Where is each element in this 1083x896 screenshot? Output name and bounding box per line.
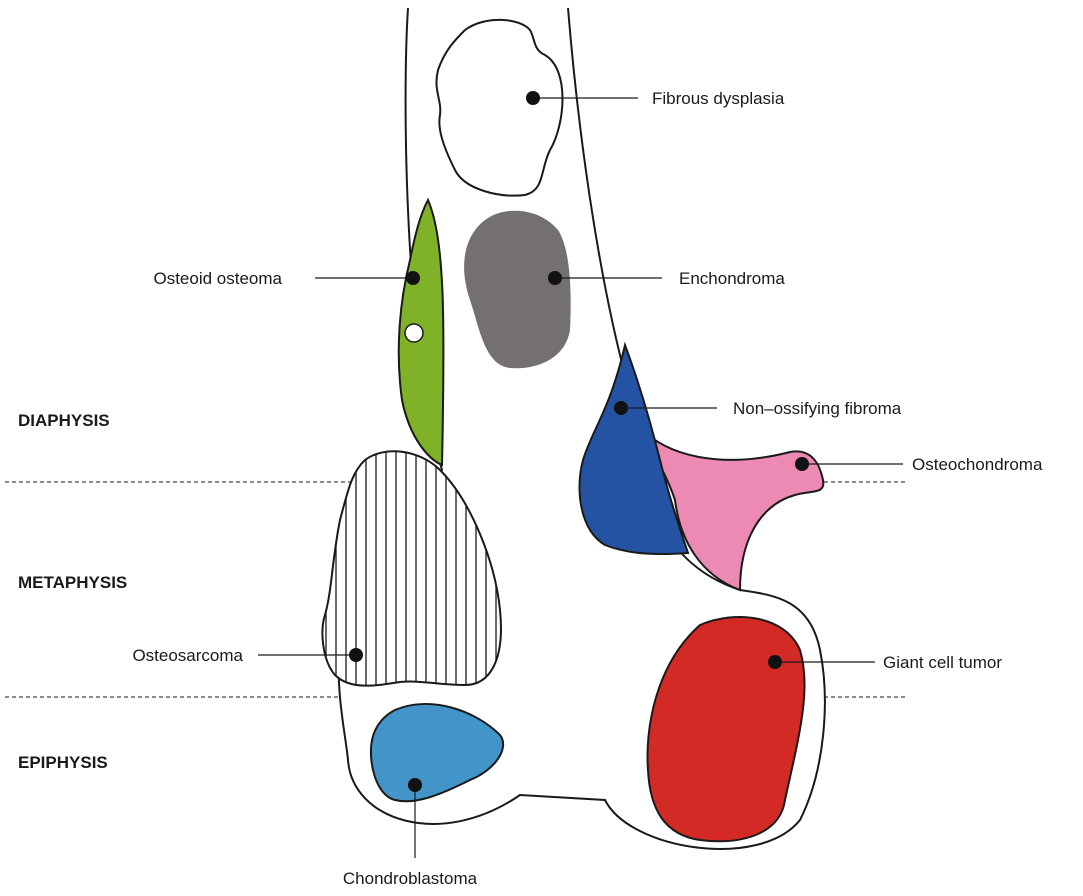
osteosarcoma-marker: [349, 648, 363, 662]
osteoid-osteoma-marker: [406, 271, 420, 285]
zone-label-metaphysis: METAPHYSIS: [18, 573, 127, 592]
label-chondroblastoma: Chondroblastoma: [343, 869, 478, 888]
label-osteoid-osteoma: Osteoid osteoma: [153, 269, 282, 288]
non-ossifying-fibroma-marker: [614, 401, 628, 415]
label-osteochondroma: Osteochondroma: [912, 455, 1043, 474]
osteochondroma-marker: [795, 457, 809, 471]
fibrous-dysplasia-marker: [526, 91, 540, 105]
zone-label-diaphysis: DIAPHYSIS: [18, 411, 110, 430]
enchondroma-marker: [548, 271, 562, 285]
zone-label-epiphysis: EPIPHYSIS: [18, 753, 108, 772]
label-fibrous-dysplasia: Fibrous dysplasia: [652, 89, 785, 108]
label-osteosarcoma: Osteosarcoma: [132, 646, 243, 665]
label-non-ossifying-fibroma: Non–ossifying fibroma: [733, 399, 902, 418]
label-giant-cell-tumor: Giant cell tumor: [883, 653, 1002, 672]
giant-cell-tumor-marker: [768, 655, 782, 669]
osteoid-osteoma-nidus: [405, 324, 423, 342]
label-enchondroma: Enchondroma: [679, 269, 785, 288]
chondroblastoma-marker: [408, 778, 422, 792]
